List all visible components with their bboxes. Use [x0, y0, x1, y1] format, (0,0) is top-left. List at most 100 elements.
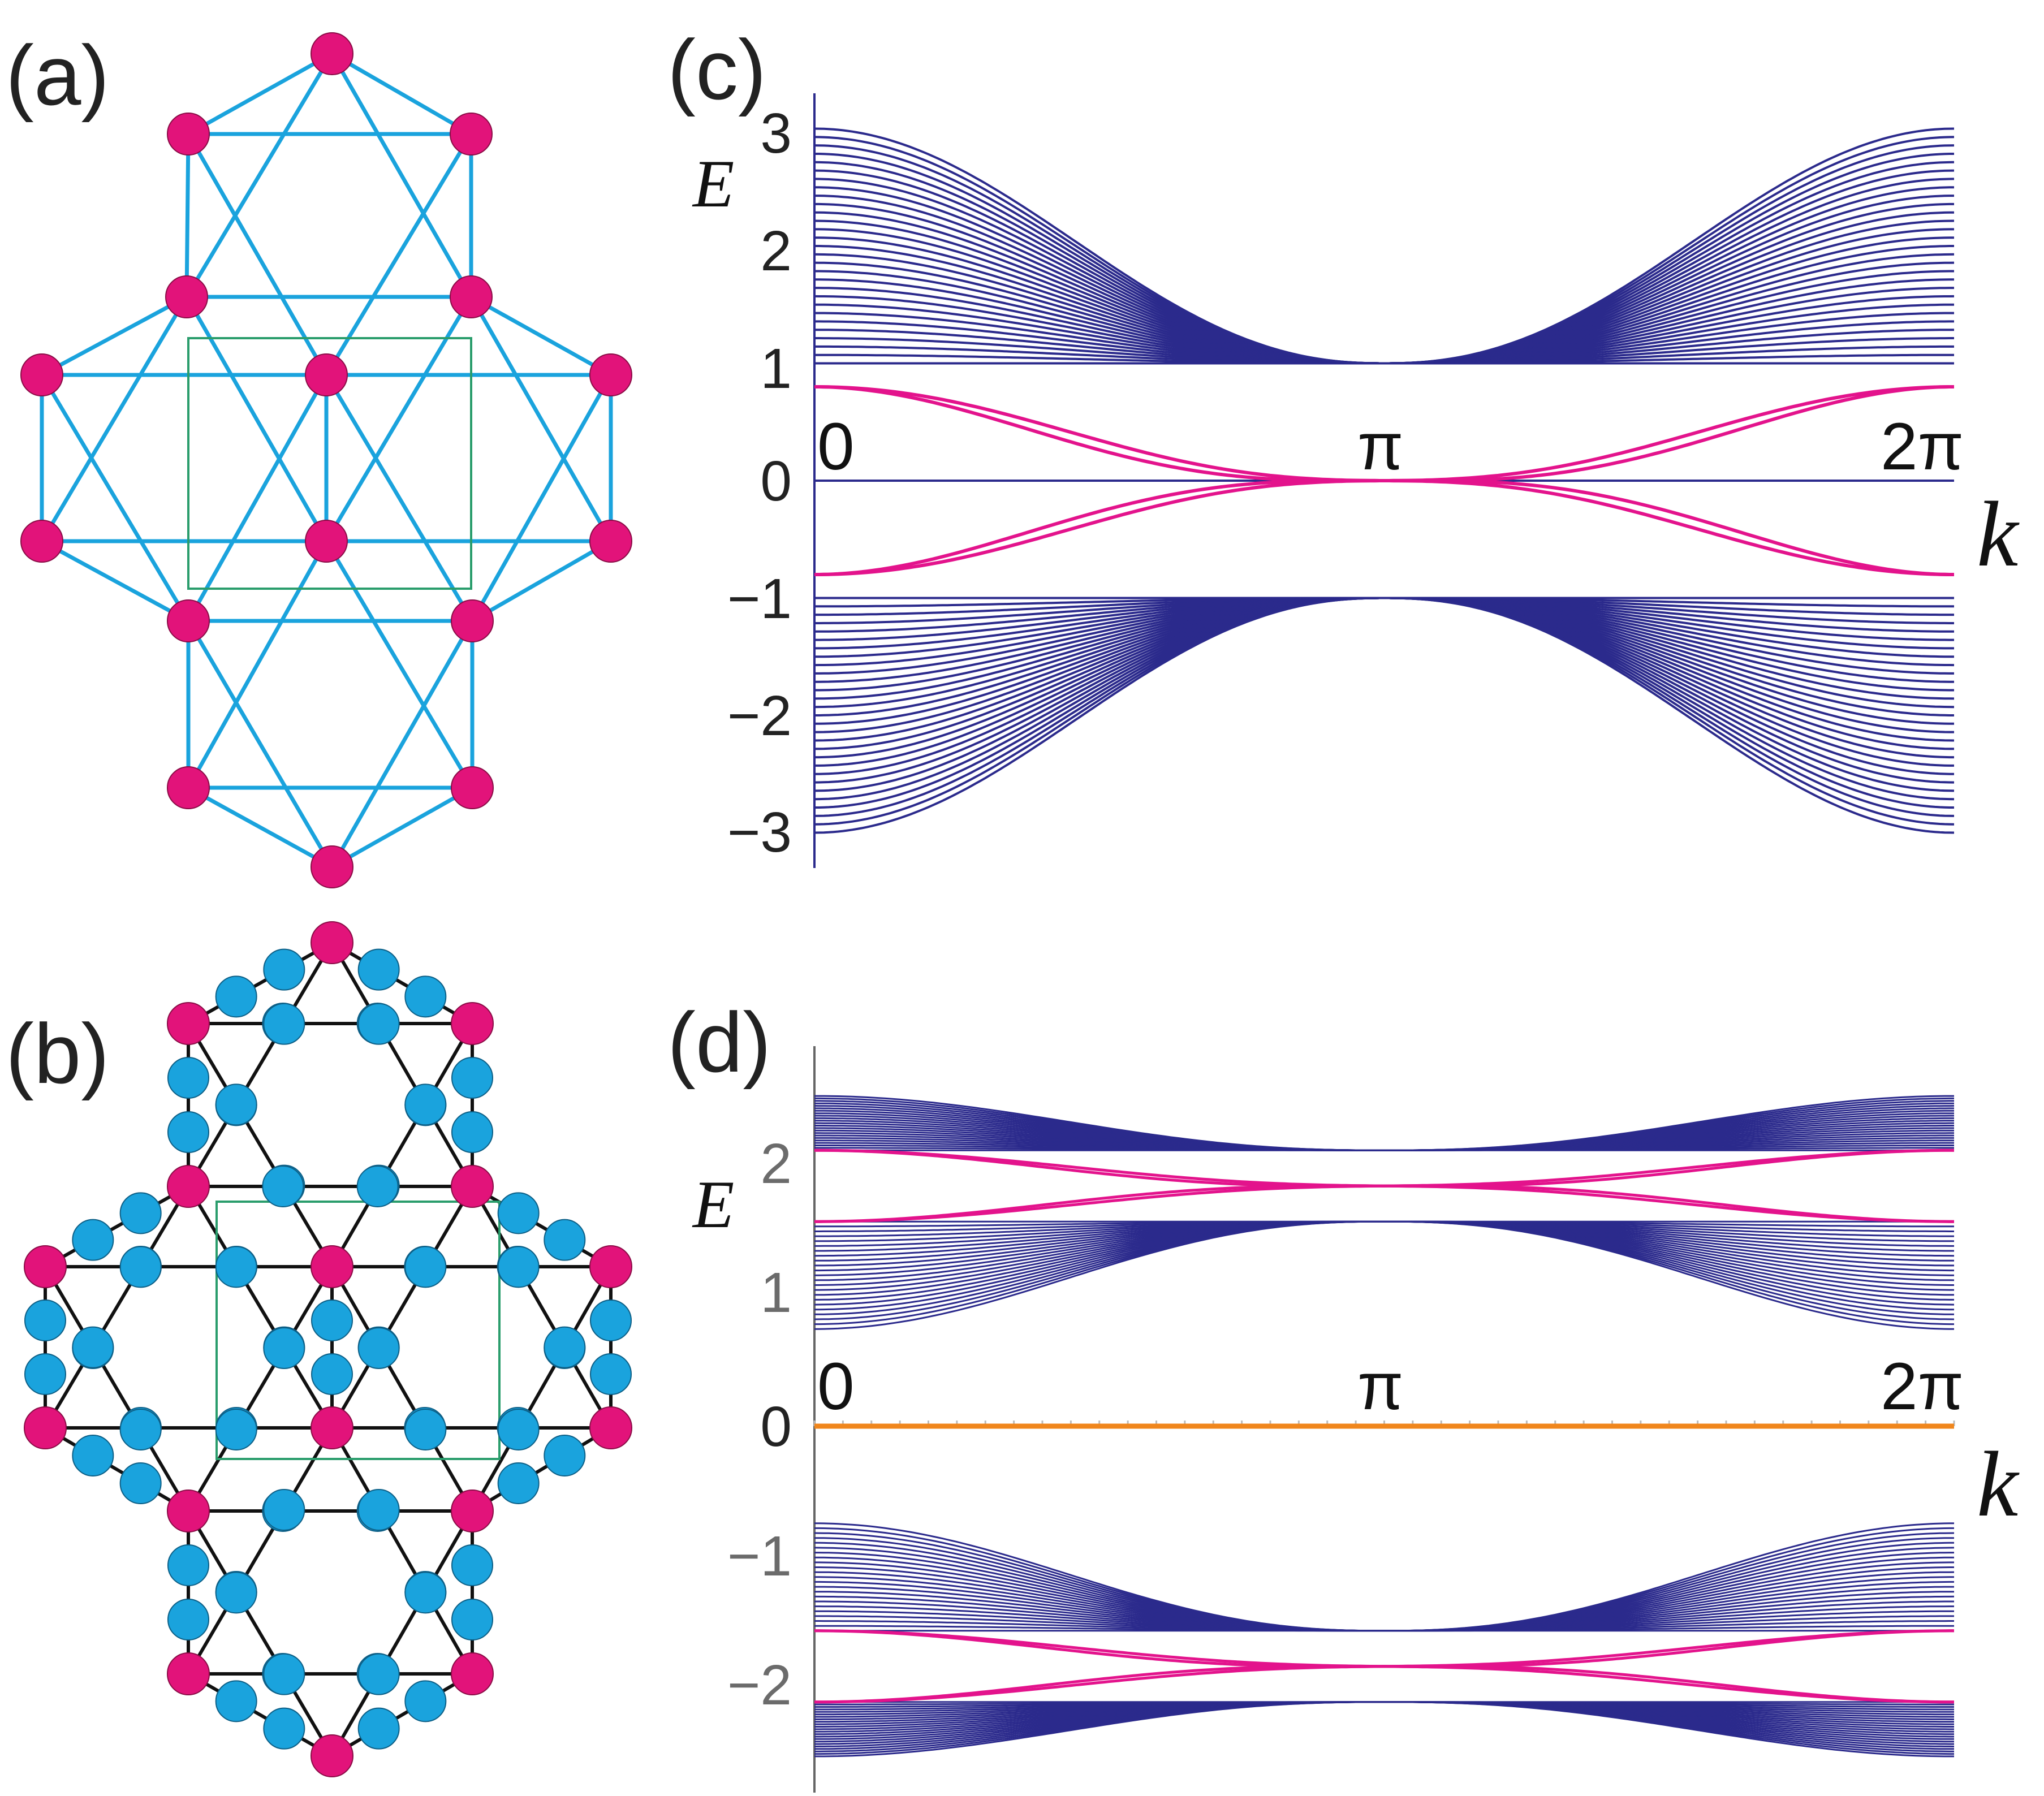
blue-site [404, 1083, 447, 1126]
blue-site [215, 1680, 257, 1722]
y-tick-d-2: 2 [760, 1132, 792, 1195]
bond-a [41, 539, 189, 623]
pink-site [589, 520, 632, 563]
blue-site [357, 1327, 400, 1369]
x-tick-2pi: 2π [1881, 409, 1964, 484]
blue-site [544, 1326, 586, 1368]
x-axis-label-d: k [1977, 1432, 2020, 1536]
x-axis-label-c: k [1977, 482, 2020, 586]
bond-b [187, 1185, 334, 1429]
pink-site [311, 1734, 353, 1777]
blue-site [544, 1435, 586, 1476]
bond-b [330, 1510, 474, 1757]
pink-site [451, 599, 494, 642]
bulk-band-line [814, 1566, 1954, 1632]
bond-b [330, 1185, 474, 1429]
bulk-band-line [814, 253, 1955, 365]
blue-site [357, 1653, 400, 1695]
panel-label-b: (b) [6, 1006, 109, 1101]
bulk-band-line [814, 597, 1954, 616]
y-tick-d-m2: −2 [727, 1653, 792, 1717]
bond-a [186, 540, 329, 789]
x-tick-pi: π [1357, 409, 1403, 484]
bulk-band-line [814, 1220, 1954, 1232]
pink-site [167, 1652, 210, 1695]
bulk-band-line [814, 597, 1955, 709]
blue-site [357, 1489, 400, 1531]
pink-site [311, 845, 353, 888]
blue-site [24, 1353, 66, 1395]
bond-a [330, 53, 473, 298]
bond-b [44, 1426, 189, 1513]
blue-site [357, 1707, 400, 1750]
bond-a [470, 295, 612, 377]
unit-cell-b [215, 1201, 501, 1460]
pink-site [305, 520, 348, 563]
panel-label-c: (c) [667, 22, 766, 117]
blue-site [215, 1572, 257, 1614]
blue-site [404, 1680, 447, 1722]
blue-site [497, 1192, 540, 1234]
blue-site [167, 1111, 209, 1153]
edge-state-line [814, 1629, 1954, 1668]
edge-state-line [814, 1664, 1954, 1704]
bulk-band-line [814, 161, 1955, 365]
blue-site [404, 1246, 447, 1288]
pink-site [451, 766, 494, 809]
x-tick-0: 0 [817, 409, 855, 484]
bond-b [187, 941, 333, 1025]
bulk-band-line [814, 597, 1955, 784]
blue-site [404, 1572, 447, 1614]
bond-a [186, 620, 334, 868]
bond-a [186, 133, 329, 376]
bulk-band-line [814, 303, 1954, 365]
bulk-band-line [814, 329, 1954, 365]
bond-b [187, 942, 334, 1188]
blue-site [451, 1599, 493, 1640]
blue-site [497, 1246, 540, 1288]
y-axis-label-d: E [692, 1167, 734, 1242]
bond-b [331, 941, 473, 1025]
edge-state-line [814, 1149, 1954, 1188]
bond-a [40, 374, 191, 622]
bulk-band-line [814, 1220, 1954, 1286]
pink-site [24, 1245, 67, 1288]
bands-d [814, 1095, 1955, 1758]
bond-a [184, 53, 334, 298]
pink-site [305, 353, 348, 396]
blue-site [215, 1246, 257, 1288]
bulk-band-line [814, 597, 1954, 633]
pink-site [167, 113, 210, 156]
y-tick-3: 3 [760, 102, 792, 165]
edge-state-line [814, 1629, 1954, 1668]
bond-b [44, 1185, 189, 1268]
pink-site [167, 1165, 210, 1208]
bulk-band-line [814, 345, 1954, 365]
pink-site [167, 599, 210, 642]
x-tick-d-pi: π [1357, 1349, 1403, 1424]
edge-state-line [814, 478, 1954, 576]
bond-a [471, 539, 612, 623]
bond-a [187, 785, 333, 869]
blue-site [263, 1653, 305, 1695]
x-tick-d-2pi: 2π [1881, 1349, 1964, 1424]
pink-site [311, 32, 353, 75]
lattice-diagram-a [20, 32, 632, 888]
y-tick-m1: −1 [727, 567, 792, 631]
band-structure-chart-c: 3 2 1 0 −1 −2 −3 0 π 2π E k [692, 93, 2020, 868]
y-axis-label-c: E [692, 146, 734, 221]
bond-a [470, 374, 613, 622]
blue-site [167, 1544, 209, 1586]
blue-site [404, 975, 447, 1018]
blue-site [119, 1462, 162, 1504]
blue-site [357, 948, 400, 991]
bulk-band-line [814, 1220, 1955, 1330]
bond-a [331, 785, 473, 869]
edge-state-line [814, 1149, 1954, 1188]
bond-b [187, 1022, 334, 1268]
panel-label-d: (d) [667, 995, 771, 1090]
blue-site [404, 1409, 447, 1450]
pink-site [451, 1490, 494, 1532]
blue-site [497, 1462, 540, 1504]
bulk-band-line [814, 1620, 1954, 1632]
